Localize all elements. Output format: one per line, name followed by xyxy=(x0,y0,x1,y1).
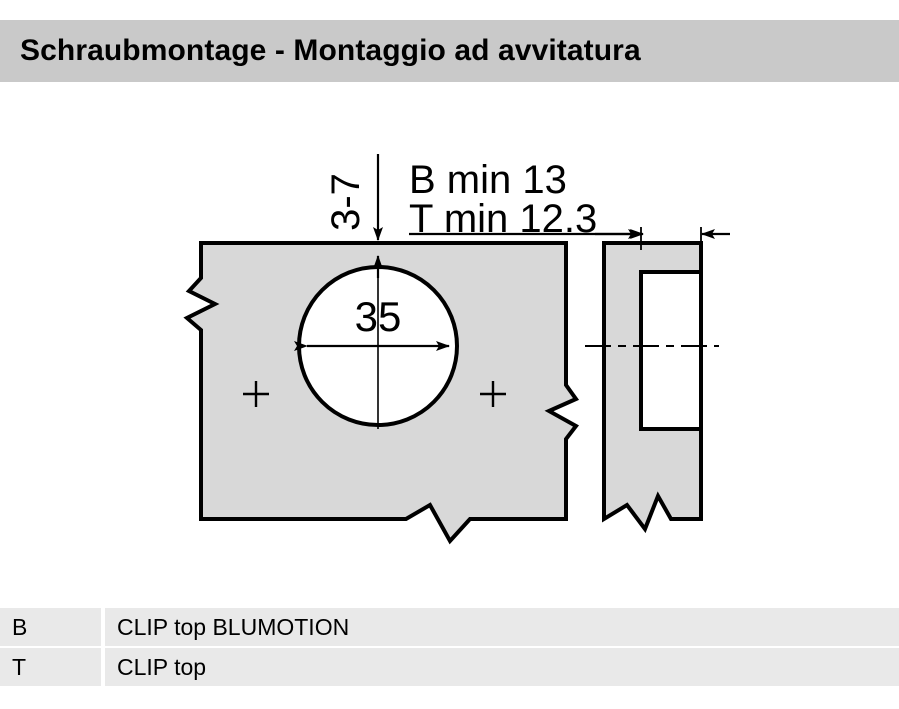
depth-range-label: 3-7 xyxy=(324,173,368,231)
technical-drawing: 35 3-7 B min 1 xyxy=(0,82,899,592)
side-view-thickness-dimension xyxy=(595,227,730,250)
legend-value: CLIP top BLUMOTION xyxy=(105,608,899,646)
page-title: Schraubmontage - Montaggio ad avvitatura xyxy=(20,34,641,67)
side-view-bore-cavity xyxy=(639,270,703,431)
table-row: T CLIP top xyxy=(0,648,899,686)
dim-b-label: B min 13 xyxy=(409,158,567,202)
legend-table: B CLIP top BLUMOTION T CLIP top xyxy=(0,608,899,688)
legend-key: T xyxy=(0,648,101,686)
header-band: Schraubmontage - Montaggio ad avvitatura xyxy=(0,20,899,82)
min-dimension-block: B min 13 T min 12.3 xyxy=(409,158,644,241)
front-view: 35 xyxy=(183,241,580,545)
legend-key: B xyxy=(0,608,101,646)
side-view xyxy=(585,227,730,534)
bore-diameter-label: 35 xyxy=(355,293,402,340)
table-row: B CLIP top BLUMOTION xyxy=(0,608,899,646)
depth-dimension: 3-7 xyxy=(324,154,383,278)
drawing-svg: 35 3-7 B min 1 xyxy=(183,154,730,545)
legend-value: CLIP top xyxy=(105,648,899,686)
screw-position-cross-right xyxy=(480,381,506,407)
screw-position-cross-left xyxy=(243,381,269,407)
